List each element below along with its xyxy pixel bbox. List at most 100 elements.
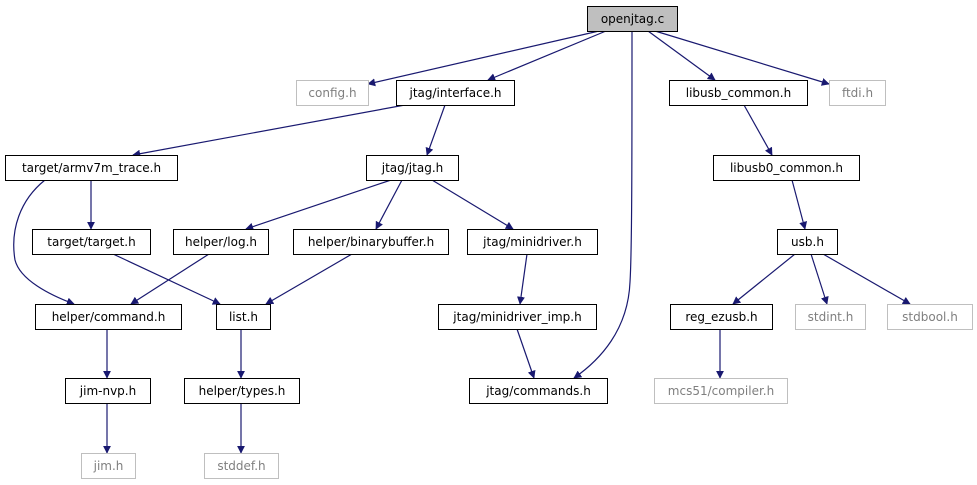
edge-arrow bbox=[375, 179, 403, 230]
node-box bbox=[670, 304, 773, 330]
node-label: helper/binarybuffer.h bbox=[308, 235, 434, 249]
node-box bbox=[795, 304, 866, 330]
edge-arrow bbox=[132, 104, 406, 158]
node-mcs51-compiler-h: mcs51/compiler.h bbox=[654, 378, 788, 404]
edge-usb-h-to-stdbool-h bbox=[822, 253, 911, 305]
node-box bbox=[713, 155, 860, 181]
node-label: usb.h bbox=[791, 235, 824, 249]
node-label: jim.h bbox=[93, 459, 124, 473]
edge-libusb-common-h-to-libusb0-common-h bbox=[743, 104, 773, 156]
edge-target-armv7m-trace-h-to-helper-command-h bbox=[13, 179, 75, 306]
edge-target-target-h-to-list-h bbox=[112, 253, 221, 305]
node-box bbox=[184, 378, 300, 404]
edge-arrow bbox=[743, 104, 773, 156]
node-box bbox=[587, 6, 678, 32]
edge-openjtag-c-to-ftdi-h bbox=[654, 30, 830, 86]
node-label: target/armv7m_trace.h bbox=[22, 161, 161, 175]
edge-arrow bbox=[647, 30, 716, 81]
edge-helper-binarybuffer-h-to-list-h bbox=[265, 253, 353, 305]
node-label: reg_ezusb.h bbox=[685, 310, 757, 324]
node-box bbox=[829, 80, 886, 106]
edge-jtag-jtag-h-to-helper-binarybuffer-h bbox=[375, 179, 403, 230]
node-stdint-h: stdint.h bbox=[795, 304, 866, 330]
edge-usb-h-to-reg-ezusb-h bbox=[732, 253, 796, 305]
edge-jtag-jtag-h-to-jtag-minidriver-h bbox=[431, 179, 514, 230]
node-label: target/target.h bbox=[47, 235, 135, 249]
node-box bbox=[32, 229, 151, 255]
node-jtag-interface-h[interactable]: jtag/interface.h bbox=[396, 80, 515, 106]
node-box bbox=[366, 155, 459, 181]
node-label: stddef.h bbox=[217, 459, 265, 473]
node-jtag-jtag-h[interactable]: jtag/jtag.h bbox=[366, 155, 459, 181]
edge-arrow bbox=[810, 253, 829, 305]
node-label: jtag/jtag.h bbox=[381, 161, 443, 175]
edge-arrow bbox=[367, 30, 600, 87]
node-box bbox=[204, 453, 279, 479]
edge-arrow bbox=[822, 253, 911, 305]
edge-arrow bbox=[487, 30, 607, 81]
node-label: stdbool.h bbox=[902, 310, 958, 324]
node-box bbox=[777, 229, 838, 255]
node-helper-binarybuffer-h[interactable]: helper/binarybuffer.h bbox=[293, 229, 449, 255]
node-label: jtag/minidriver_imp.h bbox=[452, 310, 581, 324]
node-stddef-h: stddef.h bbox=[204, 453, 279, 479]
node-box bbox=[173, 229, 269, 255]
edge-arrow bbox=[265, 253, 353, 305]
node-box bbox=[469, 378, 608, 404]
edge-arrow bbox=[517, 253, 528, 305]
edge-arrow bbox=[573, 30, 633, 379]
node-usb-h[interactable]: usb.h bbox=[777, 229, 838, 255]
node-list-h[interactable]: list.h bbox=[216, 304, 271, 330]
edge-arrow bbox=[112, 253, 221, 305]
edge-arrow bbox=[791, 179, 808, 230]
node-reg-ezusb-h[interactable]: reg_ezusb.h bbox=[670, 304, 773, 330]
node-box bbox=[654, 378, 788, 404]
node-label: list.h bbox=[229, 310, 258, 324]
node-label: mcs51/compiler.h bbox=[668, 384, 774, 398]
node-box bbox=[216, 304, 271, 330]
edge-jtag-jtag-h-to-helper-log-h bbox=[245, 179, 392, 231]
node-helper-types-h[interactable]: helper/types.h bbox=[184, 378, 300, 404]
node-jtag-minidriver-h[interactable]: jtag/minidriver.h bbox=[467, 229, 598, 255]
node-ftdi-h: ftdi.h bbox=[829, 80, 886, 106]
node-label: libusb0_common.h bbox=[730, 161, 843, 175]
node-box bbox=[65, 378, 151, 404]
node-helper-log-h[interactable]: helper/log.h bbox=[173, 229, 269, 255]
node-jim-nvp-h[interactable]: jim-nvp.h bbox=[65, 378, 151, 404]
node-label: stdint.h bbox=[808, 310, 854, 324]
node-box bbox=[35, 304, 182, 330]
node-libusb0-common-h[interactable]: libusb0_common.h bbox=[713, 155, 860, 181]
edge-arrow bbox=[431, 179, 514, 230]
node-label: helper/command.h bbox=[52, 310, 166, 324]
node-helper-command-h[interactable]: helper/command.h bbox=[35, 304, 182, 330]
node-box bbox=[296, 80, 369, 106]
edge-openjtag-c-to-jtag-commands-h bbox=[573, 30, 633, 379]
node-jim-h: jim.h bbox=[81, 453, 136, 479]
node-libusb-common-h[interactable]: libusb_common.h bbox=[669, 80, 808, 106]
node-box bbox=[293, 229, 449, 255]
node-box bbox=[467, 229, 598, 255]
edge-jtag-minidriver-h-to-jtag-minidriver-imp-h bbox=[517, 253, 528, 305]
node-label: openjtag.c bbox=[601, 12, 664, 26]
node-target-armv7m-trace-h[interactable]: target/armv7m_trace.h bbox=[5, 155, 178, 181]
edge-arrow bbox=[13, 179, 75, 306]
node-box bbox=[81, 453, 136, 479]
node-jtag-minidriver-imp-h[interactable]: jtag/minidriver_imp.h bbox=[438, 304, 597, 330]
node-box bbox=[887, 304, 973, 330]
edge-openjtag-c-to-config-h bbox=[367, 30, 600, 87]
edge-helper-log-h-to-helper-command-h bbox=[130, 253, 210, 305]
edge-usb-h-to-stdint-h bbox=[810, 253, 829, 305]
node-target-target-h[interactable]: target/target.h bbox=[32, 229, 151, 255]
node-label: jtag/minidriver.h bbox=[482, 235, 582, 249]
node-stdbool-h: stdbool.h bbox=[887, 304, 973, 330]
node-jtag-commands-h[interactable]: jtag/commands.h bbox=[469, 378, 608, 404]
node-box bbox=[5, 155, 178, 181]
node-openjtag-c[interactable]: openjtag.c bbox=[587, 6, 678, 32]
node-box bbox=[669, 80, 808, 106]
node-box bbox=[438, 304, 597, 330]
edge-jtag-interface-h-to-jtag-jtag-h bbox=[425, 104, 446, 156]
node-label: libusb_common.h bbox=[686, 86, 791, 100]
edges bbox=[13, 30, 911, 454]
